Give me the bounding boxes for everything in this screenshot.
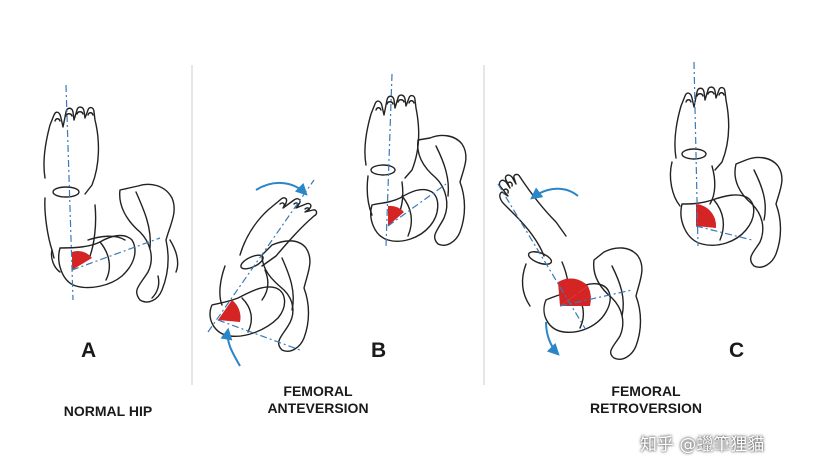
panel-a-pelvis (119, 183, 175, 303)
panel-a-foot (43, 106, 100, 195)
panel-b-rotation-arrow-bottom (220, 327, 241, 367)
panel-c-rotation-arrow-bottom (545, 321, 560, 356)
panel-c-rotated-drawing (498, 173, 643, 360)
panel-a-anteversion-angle (72, 251, 92, 270)
panel-a-caption: NORMAL HIP (38, 403, 178, 420)
panel-b-caption-line-1: FEMORAL (283, 383, 353, 399)
panel-a-letter: A (81, 339, 97, 362)
panel-a-neck-axis (71, 237, 161, 271)
panel-c-retroversion-angle-small (696, 204, 717, 228)
panel-b-letter: B (371, 339, 387, 362)
panel-c-rotation-arrow-top (530, 187, 579, 200)
watermark: 知乎 @蠟筆狸貓 (640, 435, 765, 455)
panel-b-rotation-arrow-top (255, 182, 308, 196)
panel-b-caption: FEMORAL ANTEVERSION (238, 383, 398, 417)
panel-a-hip-drawing (43, 106, 179, 303)
panel-c-retroversion-angle-large (560, 286, 591, 306)
panel-c-caption: FEMORAL RETROVERSION (566, 383, 726, 417)
panel-a-caption-line-1: NORMAL HIP (63, 403, 153, 419)
panel-b-rotated-drawing (209, 197, 318, 352)
panel-c-standing-drawing (669, 86, 783, 268)
panel-b-anteversion-angle-small (218, 300, 241, 322)
panel-b-caption-line-2: ANTEVERSION (267, 400, 369, 416)
panel-b-standing-drawing (364, 94, 467, 246)
panel-b-anteversion-angle-large (388, 205, 404, 226)
panel-c-caption-line-1: FEMORAL (611, 383, 681, 399)
panel-c-caption-line-2: RETROVERSION (589, 400, 702, 416)
panel-a-foot-axis (65, 84, 74, 301)
panel-c-letter: C (729, 339, 745, 362)
